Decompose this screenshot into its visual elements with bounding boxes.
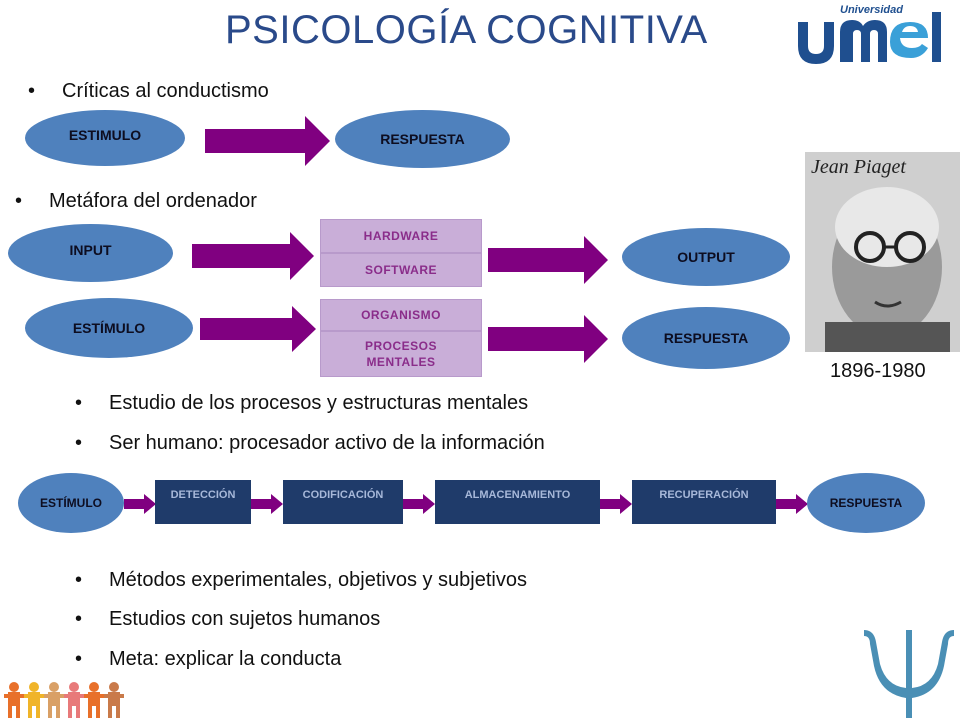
respuesta-node: RESPUESTA (335, 110, 510, 168)
flow-step-recuperacion: RECUPERACIÓN (632, 480, 776, 524)
page-title: PSICOLOGÍA COGNITIVA (225, 8, 708, 52)
bullet-dot: • (75, 392, 83, 414)
bullet-text: Estudio de los procesos y estructuras me… (109, 392, 529, 414)
respuesta-node-2: RESPUESTA (622, 307, 790, 369)
arrow-right-icon (200, 306, 316, 352)
bullet-dot: • (75, 648, 83, 670)
output-node: OUTPUT (622, 228, 790, 286)
step-label: CODIFICACIÓN (302, 489, 384, 501)
arrow-right-icon (600, 494, 632, 514)
paper-people-chain-icon (4, 682, 124, 718)
step-label: DETECCIÓN (170, 489, 236, 501)
portrait-photo: Jean Piaget (805, 152, 960, 352)
arrow-right-icon (776, 494, 808, 514)
university-logo: Universidad (790, 2, 950, 72)
node-label: OUTPUT (677, 249, 735, 265)
arrow-right-icon (205, 116, 330, 166)
box-label: ORGANISMO (361, 308, 441, 322)
bullet-criticas: • Críticas al conductismo (28, 80, 269, 103)
bullet-estudios: • Estudios con sujetos humanos (75, 608, 380, 631)
input-node: INPUT (8, 224, 173, 282)
bullet-dot: • (75, 569, 83, 591)
portrait-signature: Jean Piaget (811, 156, 906, 178)
procesos-mentales-box: PROCESOS MENTALES (320, 331, 482, 377)
node-label: INPUT (69, 242, 112, 258)
bullet-meta: • Meta: explicar la conducta (75, 648, 341, 671)
bullet-dot: • (75, 432, 83, 454)
arrow-right-icon (403, 494, 435, 514)
umel-logo-icon (798, 12, 941, 64)
software-box: SOFTWARE (320, 253, 482, 287)
arrow-right-icon (124, 494, 156, 514)
bullet-dot: • (75, 608, 83, 630)
flow-start-node: ESTÍMULO (18, 473, 124, 533)
years-label: 1896-1980 (830, 360, 926, 382)
arrow-right-icon (488, 236, 608, 284)
organismo-box: ORGANISMO (320, 299, 482, 331)
bullet-text: Ser humano: procesador activo de la info… (109, 432, 545, 454)
node-label: ESTÍMULO (72, 320, 146, 336)
bullet-text: Metáfora del ordenador (49, 190, 257, 212)
node-label: RESPUESTA (380, 131, 465, 147)
hardware-box: HARDWARE (320, 219, 482, 253)
node-label: ESTÍMULO (40, 496, 102, 510)
bullet-text: Meta: explicar la conducta (109, 648, 342, 670)
bullet-dot: • (15, 190, 23, 212)
estimulo-node: ESTIMULO (25, 110, 185, 166)
node-label: ESTIMULO (68, 127, 142, 143)
box-label: PROCESOS MENTALES (364, 339, 437, 369)
step-label: RECUPERACIÓN (659, 489, 749, 501)
node-label: RESPUESTA (829, 496, 903, 510)
bullet-estudio: • Estudio de los procesos y estructuras m… (75, 392, 528, 415)
flow-end-node: RESPUESTA (807, 473, 925, 533)
portrait-icon (805, 152, 960, 352)
node-label: RESPUESTA (663, 330, 749, 346)
estimulo-node-2: ESTÍMULO (25, 298, 193, 358)
bullet-metafora: • Metáfora del ordenador (15, 190, 257, 213)
box-label: HARDWARE (363, 229, 439, 243)
bullet-dot: • (28, 80, 36, 102)
bullet-ser-humano: • Ser humano: procesador activo de la inf… (75, 432, 545, 455)
bullet-metodos: • Métodos experimentales, objetivos y sub… (75, 569, 527, 592)
arrow-right-icon (192, 232, 314, 280)
bullet-text: Estudios con sujetos humanos (109, 608, 381, 630)
bullet-text: Críticas al conductismo (62, 80, 269, 102)
flow-step-deteccion: DETECCIÓN (155, 480, 251, 524)
flow-step-codificacion: CODIFICACIÓN (283, 480, 403, 524)
bullet-text: Métodos experimentales, objetivos y subj… (109, 569, 527, 591)
psi-symbol-icon (864, 630, 954, 718)
arrow-right-icon (251, 494, 283, 514)
logo-caption: Universidad (840, 4, 903, 16)
box-label: SOFTWARE (365, 263, 437, 277)
flow-step-almacenamiento: ALMACENAMIENTO (435, 480, 600, 524)
step-label: ALMACENAMIENTO (464, 489, 571, 501)
arrow-right-icon (488, 315, 608, 363)
